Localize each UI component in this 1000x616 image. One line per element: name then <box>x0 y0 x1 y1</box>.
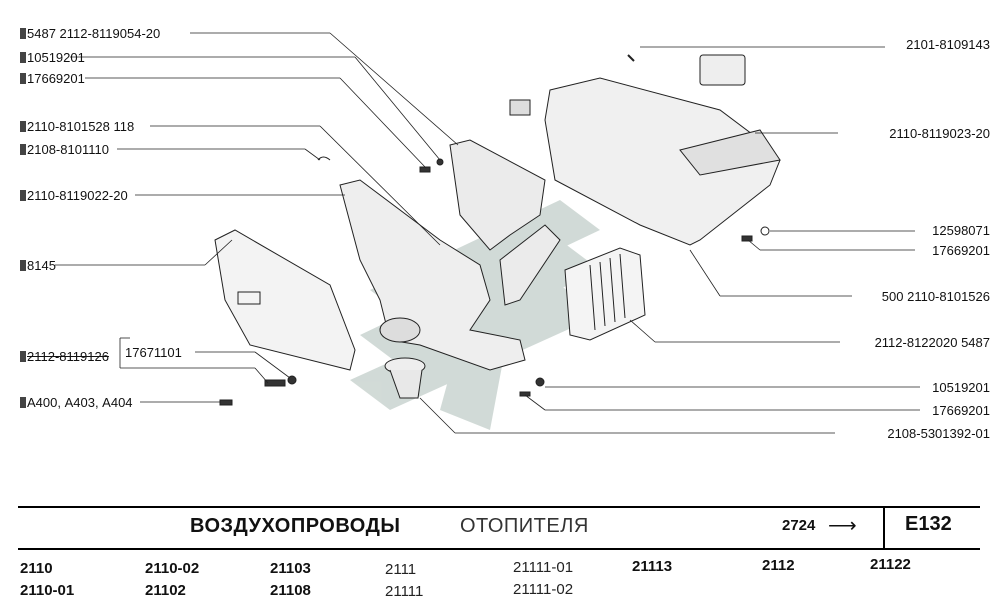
callout-l9: А400, А403, А404 <box>20 395 133 410</box>
callout-r8: 17669201 <box>932 403 990 418</box>
scan-mark <box>20 73 26 84</box>
title-divider <box>883 506 885 548</box>
callout-l5: 2108-8101110 <box>20 142 109 157</box>
callout-l3: 17669201 <box>20 71 85 86</box>
scan-mark <box>20 260 26 271</box>
scan-mark <box>20 144 26 155</box>
model-code: 2110-01 <box>20 582 75 599</box>
callout-l8: 2112-8119126 <box>20 349 109 364</box>
model-code: 21103 <box>270 560 311 577</box>
scan-mark <box>20 28 26 39</box>
callout-l2: 10519201 <box>20 50 85 65</box>
callout-r1: 2101-8109143 <box>906 37 990 52</box>
arrow-right-icon: ⟶ <box>828 515 857 537</box>
heater-housing <box>509 54 781 246</box>
glovebox-panel <box>214 229 356 371</box>
model-code: 2112 <box>762 557 795 574</box>
scan-mark <box>20 190 26 201</box>
model-code: 21102 <box>145 582 186 599</box>
scan-mark <box>20 52 26 63</box>
model-code: 2110-02 <box>145 560 200 577</box>
leader-lines-left <box>55 32 459 403</box>
model-code: 21122 <box>870 556 911 573</box>
catalog-code: E132 <box>905 513 952 535</box>
callout-r6: 2112-8122020 5487 <box>874 335 990 350</box>
page-reference: 2724 <box>782 517 816 534</box>
callout-r9: 2108-5301392-01 <box>887 426 990 441</box>
scan-mark <box>20 351 26 362</box>
nozzle <box>384 357 426 399</box>
callout-l6: 2110-8119022-20 <box>20 188 128 203</box>
model-code: 2110 <box>20 560 53 577</box>
model-code: 21111 <box>385 583 424 600</box>
model-code: 2111 <box>385 561 417 578</box>
center-bracket <box>449 139 561 306</box>
heater-core <box>564 247 646 341</box>
model-code: 21108 <box>270 582 311 599</box>
scan-mark <box>20 397 26 408</box>
model-code: 21113 <box>632 558 673 575</box>
scan-mark <box>20 121 26 132</box>
left-duct <box>339 179 526 371</box>
callout-r7: 10519201 <box>932 380 990 395</box>
title-block <box>18 506 980 550</box>
callout-l7: 8145 <box>20 258 56 273</box>
leader-lines-right <box>419 46 920 434</box>
callout-l1: 5487 2112-8119054-20 <box>20 26 160 41</box>
callout-l4: 2110-8101528 118 <box>20 119 134 134</box>
callout-r2: 2110-8119023-20 <box>889 126 990 141</box>
model-code: 21111-02 <box>513 581 574 598</box>
callout-r4: 17669201 <box>932 243 990 258</box>
section-title: ВОЗДУХОПРОВОДЫ <box>190 515 401 537</box>
callout-r5: 500 2110-8101526 <box>881 289 990 304</box>
section-subtitle: ОТОПИТЕЛЯ <box>460 515 589 537</box>
callout-l8b: 17671101 <box>125 345 182 360</box>
model-code: 21111-01 <box>513 559 574 576</box>
callout-r3: 12598071 <box>932 223 990 238</box>
